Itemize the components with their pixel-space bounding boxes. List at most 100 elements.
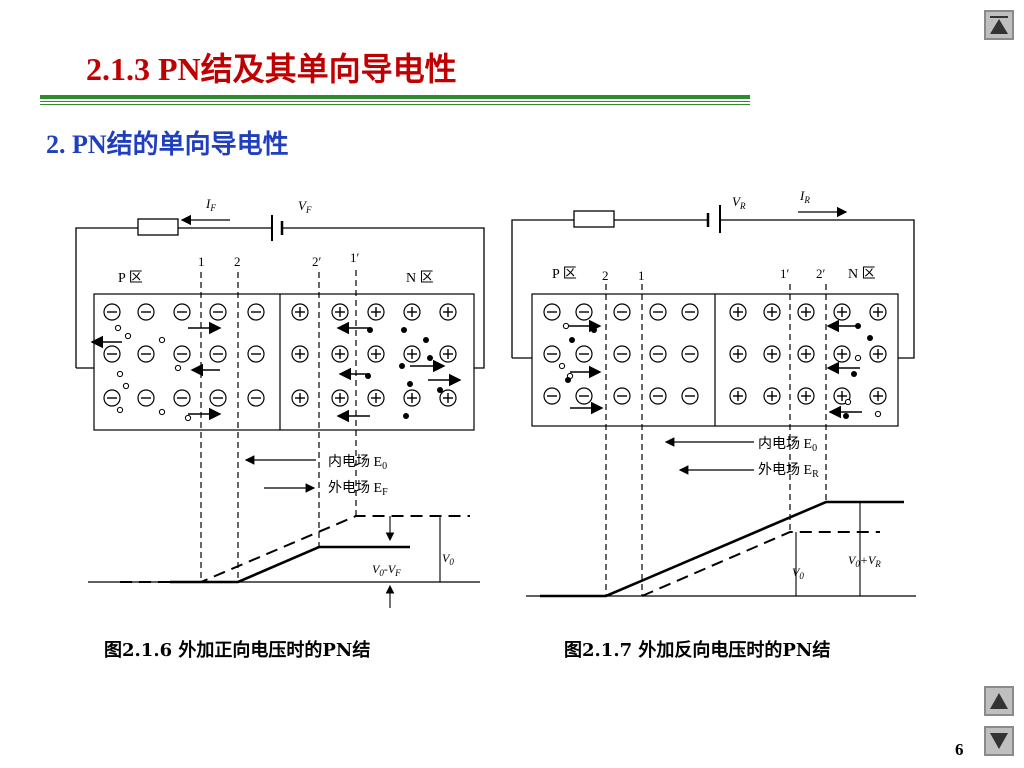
forward-potential-diagram: [88, 515, 480, 608]
positive-ion-icon: [331, 303, 349, 321]
forward-boundary-2p: 2′: [312, 254, 322, 269]
positive-ion-icon: [833, 303, 851, 321]
electron-carrier: [407, 381, 413, 387]
electron-carrier: [569, 337, 575, 343]
forward-outer-field-label: 外电场 EF: [328, 480, 388, 498]
positive-ion-icon: [763, 387, 781, 405]
electron-carrier: [423, 337, 429, 343]
negative-ion-icon: [681, 345, 699, 363]
negative-ion-icon: [649, 303, 667, 321]
electron-carrier: [843, 413, 849, 419]
positive-ion-icon: [331, 389, 349, 407]
fig-forward-caption: 图2.1.6 外加正向电压时的PN结: [104, 640, 371, 661]
reverse-boundary-lines: [605, 284, 827, 596]
negative-ion-icon: [681, 387, 699, 405]
negative-ion-icon: [209, 345, 227, 363]
reverse-boundary-1: 1: [638, 268, 645, 283]
fig-reverse-diagram: IR VR P 区 N 区 2 1 1′ 2′ 内电场 E0 外电场 ER V0…: [511, 188, 916, 598]
positive-ion-icon: [367, 345, 385, 363]
forward-inner-field-label: 内电场 E0: [328, 454, 387, 472]
reverse-boundary-1p: 1′: [780, 266, 790, 281]
forward-current-label: IF: [205, 196, 216, 213]
nav-prev-button[interactable]: [984, 686, 1014, 716]
triangle-up-bar-icon: [990, 16, 1008, 34]
positive-ion-icon: [797, 303, 815, 321]
section-title: 2. PN结的单向导电性: [46, 130, 289, 159]
positive-ion-icon: [869, 387, 887, 405]
negative-ion-icon: [247, 303, 265, 321]
triangle-up-icon: [990, 693, 1008, 709]
negative-ion-icon: [613, 303, 631, 321]
positive-ion-icon: [291, 345, 309, 363]
forward-p-region-label: P 区: [118, 270, 143, 286]
positive-ion-icon: [439, 345, 457, 363]
positive-ion-icon: [439, 303, 457, 321]
positive-ion-icon: [869, 303, 887, 321]
negative-ion-icon: [649, 387, 667, 405]
reverse-ions: [543, 303, 887, 405]
fig-reverse-caption: 图2.1.7 外加反向电压时的PN结: [564, 640, 831, 661]
negative-ion-icon: [209, 389, 227, 407]
forward-boundary-lines: [200, 270, 357, 582]
hole-carrier: [124, 332, 132, 340]
positive-ion-icon: [291, 389, 309, 407]
negative-ion-icon: [613, 345, 631, 363]
forward-boundary-2: 2: [234, 254, 241, 269]
hole-carrier: [158, 408, 166, 416]
positive-ion-icon: [403, 389, 421, 407]
triangle-down-icon: [990, 733, 1008, 749]
reverse-barrier-label: V0: [792, 565, 804, 581]
hole-carrier: [116, 406, 124, 414]
reverse-circuit: [511, 205, 915, 359]
forward-crystal: [93, 293, 475, 431]
positive-ion-icon: [367, 303, 385, 321]
hole-carrier: [854, 354, 862, 362]
positive-ion-icon: [439, 389, 457, 407]
negative-ion-icon: [543, 387, 561, 405]
positive-ion-icon: [291, 303, 309, 321]
negative-ion-icon: [209, 303, 227, 321]
reverse-carriers: [558, 319, 882, 419]
electron-carrier: [401, 327, 407, 333]
electron-carrier: [591, 327, 597, 333]
negative-ion-icon: [575, 303, 593, 321]
negative-ion-icon: [543, 345, 561, 363]
negative-ion-icon: [543, 303, 561, 321]
reverse-p-region-label: P 区: [552, 266, 577, 282]
electron-carrier: [867, 335, 873, 341]
hole-carrier: [122, 382, 130, 390]
forward-n-region-label: N 区: [406, 270, 434, 286]
reverse-current-label: IR: [799, 188, 810, 205]
negative-ion-icon: [173, 303, 191, 321]
electron-carrier: [403, 413, 409, 419]
nav-top-button[interactable]: [984, 10, 1014, 40]
negative-ion-icon: [575, 387, 593, 405]
positive-ion-icon: [729, 387, 747, 405]
negative-ion-icon: [173, 389, 191, 407]
negative-ion-icon: [137, 303, 155, 321]
reverse-voltage-label: VR: [732, 194, 746, 211]
forward-carriers: [90, 321, 462, 423]
negative-ion-icon: [575, 345, 593, 363]
electron-carrier: [851, 371, 857, 377]
hole-carrier: [874, 410, 882, 418]
nav-next-button[interactable]: [984, 726, 1014, 756]
hole-carrier: [558, 362, 566, 370]
reverse-potential-diagram: [526, 500, 916, 598]
forward-boundary-1: 1: [198, 254, 205, 269]
hole-carrier: [158, 336, 166, 344]
negative-ion-icon: [613, 387, 631, 405]
hole-carrier: [174, 364, 182, 372]
negative-ion-icon: [103, 389, 121, 407]
reverse-crystal: [531, 293, 899, 427]
forward-circuit: [75, 214, 485, 369]
hole-carrier: [184, 414, 192, 422]
title-underline: [40, 95, 750, 107]
reverse-raised-barrier-label: V0+VR: [848, 553, 881, 569]
positive-ion-icon: [797, 345, 815, 363]
positive-ion-icon: [869, 345, 887, 363]
hole-carrier: [114, 324, 122, 332]
negative-ion-icon: [649, 345, 667, 363]
positive-ion-icon: [729, 345, 747, 363]
negative-ion-icon: [137, 345, 155, 363]
